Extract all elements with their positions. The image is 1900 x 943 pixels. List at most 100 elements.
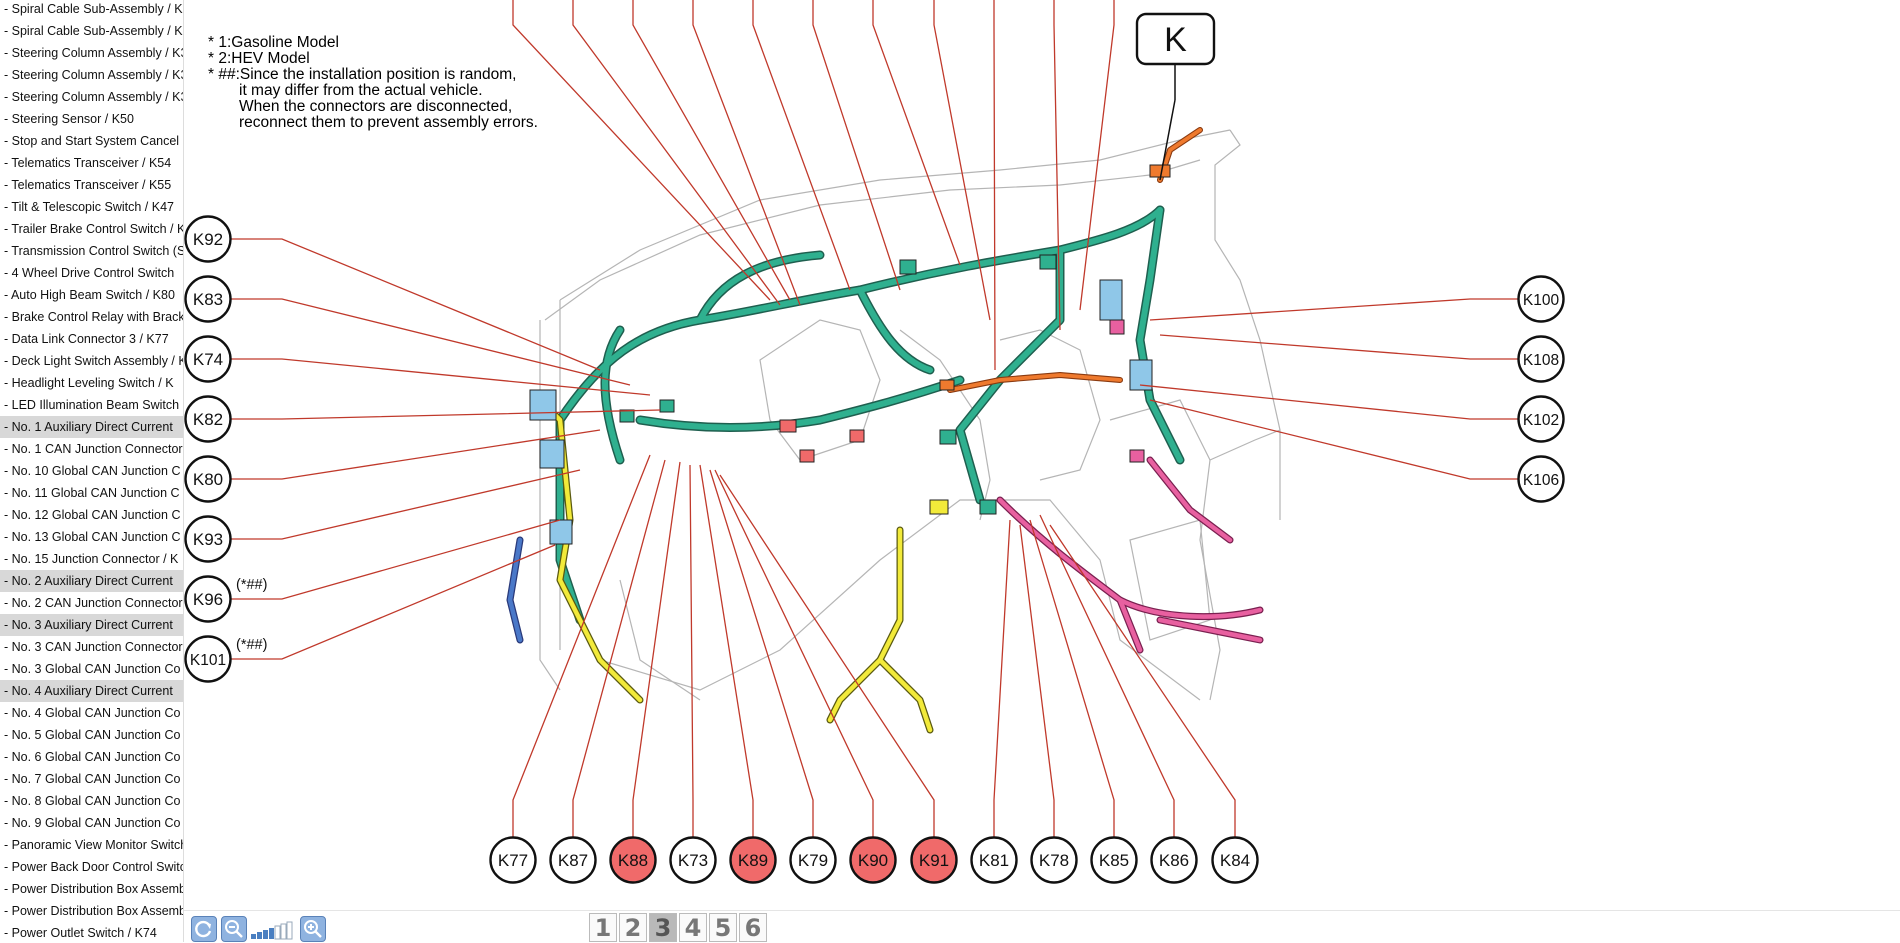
bottom-leader-line (714, 469, 874, 838)
sidebar-item[interactable]: - Data Link Connector 3 / K77 (4, 332, 169, 346)
sidebar-item[interactable]: - No. 2 CAN Junction Connector (4, 596, 183, 610)
callout-circle (910, 836, 958, 884)
connector-k85-callout[interactable]: K85 (1090, 836, 1138, 884)
connector-k102-callout[interactable]: K102 (1517, 395, 1565, 443)
page-1-button[interactable]: 1 (589, 913, 617, 942)
connector-k80-callout[interactable]: K80 (184, 455, 232, 503)
top-leader-line (572, 0, 781, 306)
sidebar-item[interactable]: - 4 Wheel Drive Control Switch (4, 266, 175, 280)
connector-k77-callout[interactable]: K77 (489, 836, 537, 884)
connector-k89-callout[interactable]: K89 (729, 836, 777, 884)
right-leader-line (1149, 399, 1518, 480)
connector-k96-callout[interactable]: K96 (184, 575, 232, 623)
bottom-leader-line (719, 474, 935, 838)
connector-k87-callout[interactable]: K87 (549, 836, 597, 884)
sidebar-item[interactable]: - Tilt & Telescopic Switch / K47 (4, 200, 174, 214)
sidebar-item[interactable]: - No. 2 Auxiliary Direct Current (0, 570, 183, 592)
connector-k88-callout[interactable]: K88 (609, 836, 657, 884)
connector-k92-callout[interactable]: K92 (184, 215, 232, 263)
sidebar-item[interactable]: - Spiral Cable Sub-Assembly / K35 (4, 24, 183, 38)
connector-k79-callout[interactable]: K79 (789, 836, 837, 884)
left-leader-line (231, 469, 581, 540)
page-3-button[interactable]: 3 (649, 913, 677, 942)
sidebar-item[interactable]: - No. 4 Global CAN Junction Co (4, 706, 181, 720)
connector-k81-callout[interactable]: K81 (970, 836, 1018, 884)
callout-circle (1150, 836, 1198, 884)
sidebar-item[interactable]: - No. 5 Global CAN Junction Co (4, 728, 181, 742)
top-leader-line (632, 0, 791, 301)
sidebar-item[interactable]: - Auto High Beam Switch / K80 (4, 288, 175, 302)
connector-list: - Spiral Cable Sub-Assembly / K34 - Spira… (0, 0, 183, 942)
sidebar-item[interactable]: - Trailer Brake Control Switch / K61 (4, 222, 183, 236)
top-leader-line (512, 0, 771, 301)
sidebar-item[interactable]: - Deck Light Switch Assembly / K (4, 354, 183, 368)
connector-k84-callout[interactable]: K84 (1211, 836, 1259, 884)
sidebar-item[interactable]: - Steering Sensor / K50 (4, 112, 134, 126)
zoom-out-button[interactable] (221, 916, 247, 942)
sidebar-item[interactable]: - Steering Column Assembly / K36 (4, 46, 183, 60)
bottom-leader-line (699, 464, 754, 838)
zoom-level-slider[interactable] (250, 920, 298, 940)
connector-k90-callout[interactable]: K90 (849, 836, 897, 884)
area-label-k: K (1135, 12, 1216, 181)
connector-k93-callout[interactable]: K93 (184, 515, 232, 563)
connector-k108-callout[interactable]: K108 (1517, 335, 1565, 383)
bottom-leader-line (1019, 524, 1055, 838)
sidebar-item[interactable]: - No. 7 Global CAN Junction Co (4, 772, 181, 786)
page-2-button[interactable]: 2 (619, 913, 647, 942)
sidebar-item[interactable]: - No. 8 Global CAN Junction Co (4, 794, 181, 808)
callout-label: K81 (979, 851, 1009, 870)
sidebar-item[interactable]: - No. 12 Global CAN Junction C (4, 508, 181, 522)
sidebar-item[interactable]: - No. 9 Global CAN Junction Co (4, 816, 181, 830)
page-5-button[interactable]: 5 (709, 913, 737, 942)
sidebar-item[interactable]: - Power Distribution Box Assembly (4, 882, 183, 896)
sidebar-item[interactable]: - LED Illumination Beam Switch (4, 398, 180, 412)
sidebar-item[interactable]: - No. 10 Global CAN Junction C (4, 464, 181, 478)
connector-k83-callout[interactable]: K83 (184, 275, 232, 323)
sidebar-item[interactable]: - Panoramic View Monitor Switch (4, 838, 183, 852)
connector-k100-callout[interactable]: K100 (1517, 275, 1565, 323)
sidebar-item[interactable]: - No. 13 Global CAN Junction C (4, 530, 181, 544)
connector-k82-callout[interactable]: K82 (184, 395, 232, 443)
leader-lines (231, 0, 1518, 838)
page-4-button[interactable]: 4 (679, 913, 707, 942)
sidebar-item[interactable]: - Telematics Transceiver / K54 (4, 156, 172, 170)
connector-k74-callout[interactable]: K74 (184, 335, 232, 383)
sidebar-item[interactable]: - Brake Control Relay with Bracket (4, 310, 183, 324)
sidebar-item[interactable]: - No. 4 Auxiliary Direct Current (0, 680, 183, 702)
page-6-button[interactable]: 6 (739, 913, 767, 942)
sidebar-item[interactable]: - Telematics Transceiver / K55 (4, 178, 172, 192)
zoom-in-button[interactable] (300, 916, 326, 942)
note-gasoline: * 1:Gasoline Model (208, 34, 339, 51)
left-leader-line (231, 544, 556, 660)
sidebar-item[interactable]: - Headlight Leveling Switch / K (4, 376, 174, 390)
sidebar-item[interactable]: - Steering Column Assembly / K38 (4, 90, 183, 104)
connector-k78-callout[interactable]: K78 (1030, 836, 1078, 884)
sidebar-item[interactable]: - No. 3 Global CAN Junction Co (4, 662, 181, 676)
refresh-button[interactable] (191, 916, 217, 942)
connector-k91-callout[interactable]: K91 (910, 836, 958, 884)
sidebar-item[interactable]: - Power Outlet Switch / K74 (4, 926, 157, 940)
bottom-leader-line (689, 464, 694, 838)
sidebar-item[interactable]: - Power Back Door Control Switch (4, 860, 183, 874)
sidebar-item[interactable]: - No. 3 Auxiliary Direct Current (0, 614, 183, 636)
bottom-leader-line (1049, 524, 1236, 838)
sidebar-item[interactable]: - No. 1 CAN Junction Connector (4, 442, 183, 456)
connector-list-sidebar[interactable]: - Spiral Cable Sub-Assembly / K34 - Spira… (0, 0, 184, 942)
sidebar-item[interactable]: - No. 3 CAN Junction Connector (4, 640, 183, 654)
sidebar-item[interactable]: - Spiral Cable Sub-Assembly / K34 (4, 2, 183, 16)
sidebar-item[interactable]: - No. 15 Junction Connector / K (4, 552, 179, 566)
note-reconnect: reconnect them to prevent assembly error… (239, 114, 538, 131)
refresh-icon (195, 920, 212, 938)
sidebar-item[interactable]: - Transmission Control Switch (Shift Lev… (4, 244, 183, 258)
connector-k86-callout[interactable]: K86 (1150, 836, 1198, 884)
sidebar-item[interactable]: - Steering Column Assembly / K37 (4, 68, 183, 82)
sidebar-item[interactable]: - Stop and Start System Cancel Switch (4, 134, 183, 148)
sidebar-item[interactable]: - No. 1 Auxiliary Direct Current (0, 416, 183, 438)
connector-k101-callout[interactable]: K101 (184, 635, 232, 683)
sidebar-item[interactable]: - No. 6 Global CAN Junction Co (4, 750, 181, 764)
connector-k106-callout[interactable]: K106 (1517, 455, 1565, 503)
sidebar-item[interactable]: - Power Distribution Box Assembly (4, 904, 183, 918)
sidebar-item[interactable]: - No. 11 Global CAN Junction C (4, 486, 180, 500)
connector-k73-callout[interactable]: K73 (669, 836, 717, 884)
